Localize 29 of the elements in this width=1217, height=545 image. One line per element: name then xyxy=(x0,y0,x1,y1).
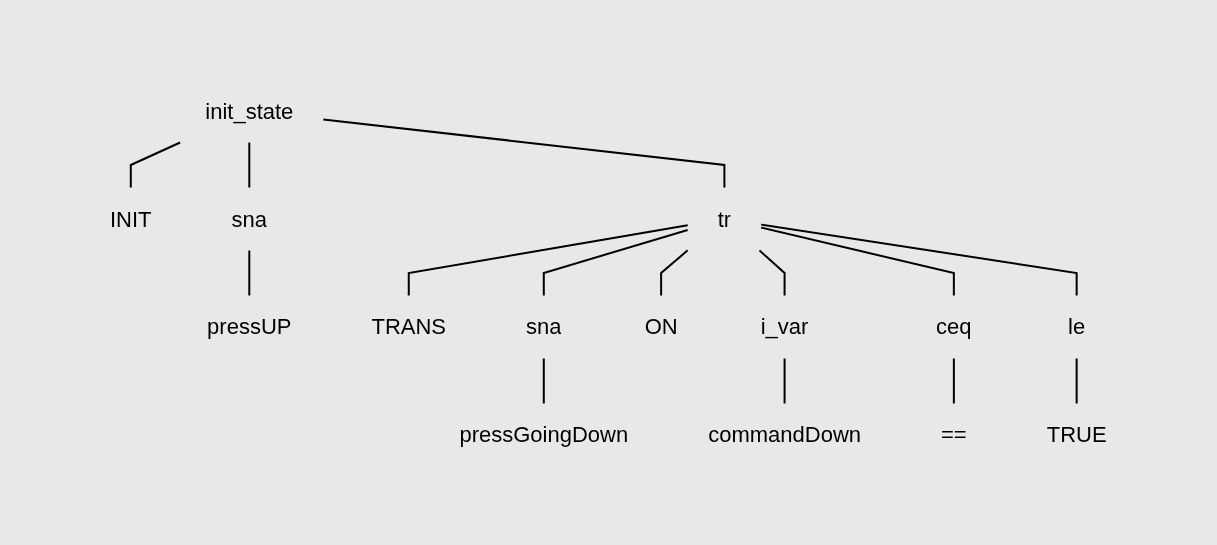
connector xyxy=(543,357,545,404)
node-text: commandDown xyxy=(708,422,862,447)
connector xyxy=(760,226,956,296)
node-text: tr xyxy=(717,206,732,231)
node-text: pressGoingDown xyxy=(459,422,629,447)
node-text: sna xyxy=(526,314,562,339)
connector xyxy=(407,223,689,296)
connector xyxy=(953,357,956,404)
node-text: le xyxy=(1068,314,1086,339)
connector xyxy=(130,141,182,188)
node-text: ON xyxy=(644,314,678,339)
node-text: sna xyxy=(231,206,268,231)
node-text: TRANS xyxy=(371,314,447,339)
node-text: i_var xyxy=(760,314,809,339)
node-text: ceq xyxy=(936,314,972,339)
connector xyxy=(760,223,1078,296)
node-text: == xyxy=(941,422,967,447)
connector xyxy=(783,357,786,404)
node-text: TRUE xyxy=(1046,422,1107,447)
connector xyxy=(758,249,786,296)
connector xyxy=(1075,357,1078,404)
node-text: pressUP xyxy=(207,314,292,339)
connector xyxy=(543,228,689,296)
connector xyxy=(322,117,726,188)
connector xyxy=(248,141,251,188)
connector xyxy=(660,248,689,296)
node-text: INIT xyxy=(110,206,152,231)
node-text: init_state xyxy=(205,98,294,123)
connector xyxy=(248,249,251,296)
